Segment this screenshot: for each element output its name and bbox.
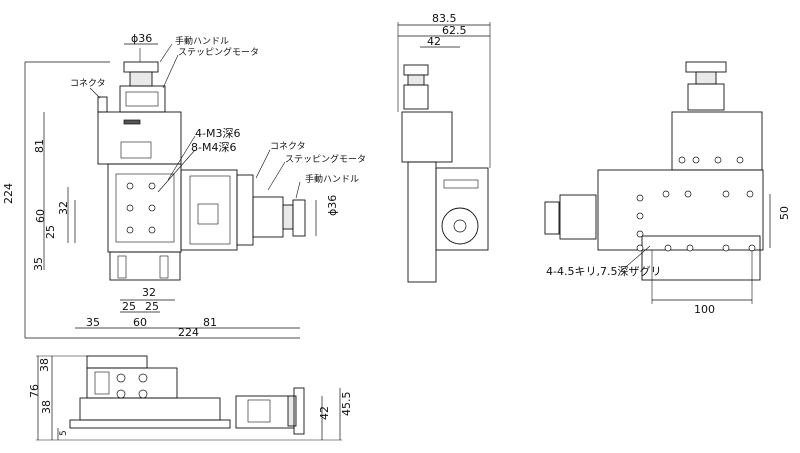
top-view: ϕ36 224 81 60 32 25 35 32 25 25 35 60 81…	[2, 32, 366, 339]
lower-stage	[109, 251, 181, 281]
label-mounting-holes: 4-4.5キリ,7.5深ザグリ	[546, 264, 661, 278]
side-view: 83.5 62.5 42	[397, 12, 491, 283]
right-view-knob-side	[544, 201, 560, 235]
label-stepping-motor-right: ステッピングモータ	[285, 153, 366, 165]
right-view: 100 50 4-4.5キリ,7.5深ザグリ	[544, 61, 791, 316]
dim-phi36-right: ϕ36	[326, 195, 339, 216]
dim-32-vertical: 32	[57, 201, 70, 215]
label-m4-thread: 8-M4深6	[191, 141, 236, 154]
label-manual-handle-right: 手動ハンドル	[305, 173, 359, 185]
dim-5: 5	[59, 430, 69, 436]
dim-81-vertical: 81	[33, 139, 46, 153]
dim-25a-horizontal: 25	[122, 300, 136, 313]
right-view-table	[597, 169, 764, 251]
front-upper-stage	[86, 367, 178, 399]
right-motor-housing	[180, 169, 238, 251]
dim-32-horizontal: 32	[142, 286, 156, 299]
side-knob	[403, 64, 429, 76]
dim-phi36-top: ϕ36	[131, 32, 152, 45]
label-stepping-motor-top: ステッピングモータ	[178, 46, 259, 58]
right-motor	[252, 196, 284, 238]
dim-35-vertical: 35	[32, 257, 45, 271]
top-knob-shaft	[129, 71, 153, 87]
dim-38-upper: 38	[38, 358, 51, 372]
dim-60-vertical: 60	[34, 209, 47, 223]
top-knob	[123, 61, 159, 73]
dim-224-horizontal: 224	[178, 326, 199, 339]
label-connector-right: コネクタ	[270, 141, 306, 152]
front-lower-stage	[79, 397, 221, 421]
label-m3-thread: 4-M3深6	[195, 127, 240, 140]
right-knob	[292, 199, 306, 237]
front-right-motor	[235, 395, 295, 429]
dim-50: 50	[778, 206, 791, 220]
dim-100: 100	[694, 303, 715, 316]
dim-45-5: 45.5	[340, 392, 353, 417]
dim-25-vertical: 25	[44, 225, 57, 239]
front-top-block	[86, 355, 148, 369]
dim-42-side: 42	[427, 35, 441, 48]
front-view: 38 76 38 5 42 45.5	[28, 355, 353, 441]
dim-42-front: 42	[318, 406, 331, 420]
dim-60-horizontal: 60	[133, 316, 147, 329]
dim-76: 76	[28, 384, 41, 398]
dim-224-vertical: 224	[2, 183, 15, 204]
dim-25b-horizontal: 25	[145, 300, 159, 313]
side-motor	[435, 167, 489, 251]
dim-38-lower: 38	[40, 400, 53, 414]
dim-35-horizontal: 35	[86, 316, 100, 329]
connector-left-body	[97, 96, 108, 113]
label-manual-handle-top: 手動ハンドル	[175, 35, 229, 47]
side-column	[407, 161, 437, 283]
front-right-knob	[293, 387, 305, 435]
right-view-knob	[685, 61, 727, 73]
dim-81-horizontal: 81	[203, 316, 217, 329]
right-view-base	[641, 235, 761, 281]
dim-83-5: 83.5	[432, 12, 457, 25]
side-upper-block	[401, 111, 453, 163]
dim-62-5: 62.5	[442, 24, 467, 37]
label-connector-left: コネクタ	[70, 78, 106, 89]
